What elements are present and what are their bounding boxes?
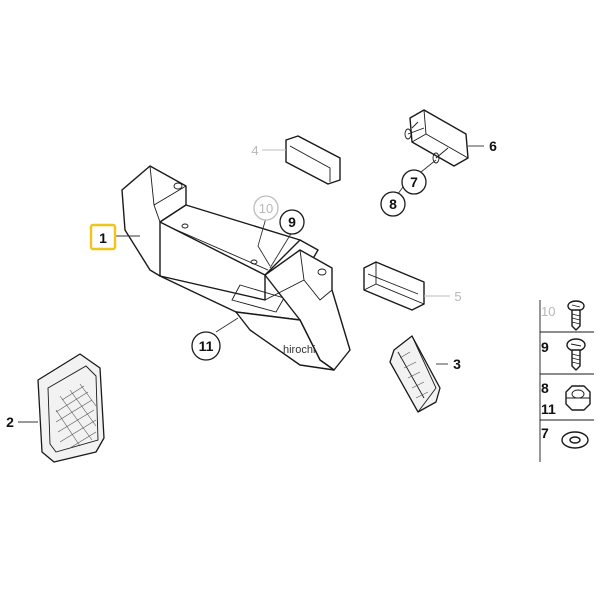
callout-label-10: 10 <box>259 201 273 216</box>
fastener-legend: 10 9 8 11 <box>539 300 594 462</box>
legend-row-8-11[interactable]: 8 11 <box>541 380 591 417</box>
callout-3[interactable]: 3 <box>453 356 461 372</box>
callout-label-7: 7 <box>410 174 418 190</box>
callout-label-3: 3 <box>453 356 461 372</box>
rubber-pad-6[interactable] <box>409 109 469 167</box>
callout-8[interactable]: 8 <box>380 191 406 217</box>
callout-7[interactable]: 7 <box>401 169 427 195</box>
callout-5[interactable]: 5 <box>454 289 461 304</box>
rubber-pad-5[interactable] <box>363 261 425 311</box>
legend-label-7: 7 <box>541 425 549 441</box>
hex-nut-icon <box>565 385 591 411</box>
callout-label-1: 1 <box>99 230 107 246</box>
watermark: hirochi <box>283 344 315 356</box>
callout-9[interactable]: 9 <box>279 209 305 235</box>
callout-4[interactable]: 4 <box>251 143 258 158</box>
rubber-pad-4[interactable] <box>285 135 341 185</box>
callout-label-2: 2 <box>6 414 14 430</box>
callout-label-6: 6 <box>489 138 497 154</box>
callout-label-11: 11 <box>199 338 214 354</box>
rear-reflector-2[interactable] <box>37 353 105 463</box>
stud-icon <box>404 127 449 164</box>
callout-label-5: 5 <box>454 289 461 304</box>
callout-10[interactable]: 10 <box>253 195 279 221</box>
callout-6[interactable]: 6 <box>489 138 497 154</box>
legend-row-10[interactable]: 10 <box>541 300 585 331</box>
callout-11[interactable]: 11 <box>191 331 221 361</box>
callout-1[interactable]: 1 <box>89 223 117 251</box>
side-reflector-3[interactable] <box>389 335 441 413</box>
callout-2[interactable]: 2 <box>6 414 14 430</box>
legend-row-7[interactable]: 7 <box>541 425 589 449</box>
callout-label-8: 8 <box>389 196 397 212</box>
license-plate-bracket[interactable] <box>121 165 351 371</box>
legend-label-8: 8 <box>541 380 549 396</box>
legend-label-9: 9 <box>541 339 549 355</box>
screw-icon <box>566 338 586 371</box>
washer-icon <box>561 431 589 449</box>
callout-label-4: 4 <box>251 143 258 158</box>
screw-icon <box>567 300 585 331</box>
legend-row-9[interactable]: 9 <box>541 338 586 371</box>
callout-label-9: 9 <box>288 214 296 230</box>
legend-label-10: 10 <box>541 304 555 319</box>
legend-label-11: 11 <box>541 401 556 417</box>
